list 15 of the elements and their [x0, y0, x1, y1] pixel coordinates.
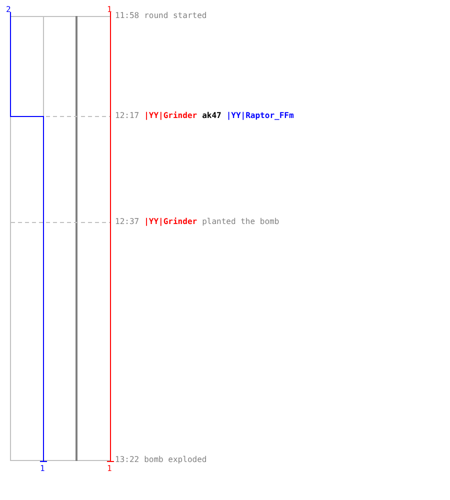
event-time: 12:17 — [115, 111, 140, 121]
weapon-name: ak47 — [202, 111, 222, 121]
team-count: 2 — [6, 5, 11, 15]
player-name: |YY|Grinder — [144, 217, 198, 227]
event-text: planted the bomb — [202, 217, 280, 227]
team-count: 1 — [40, 464, 45, 474]
event-time: 11:58 — [115, 11, 140, 21]
event-time: 12:37 — [115, 217, 140, 227]
team-count: 1 — [107, 5, 112, 15]
event-text: round started — [144, 11, 207, 21]
event-text: bomb exploded — [144, 455, 207, 465]
player-name: |YY|Raptor_FFm — [226, 111, 294, 121]
team-count: 1 — [107, 464, 112, 474]
event-time: 13:22 — [115, 455, 140, 465]
player-name: |YY|Grinder — [144, 111, 198, 121]
